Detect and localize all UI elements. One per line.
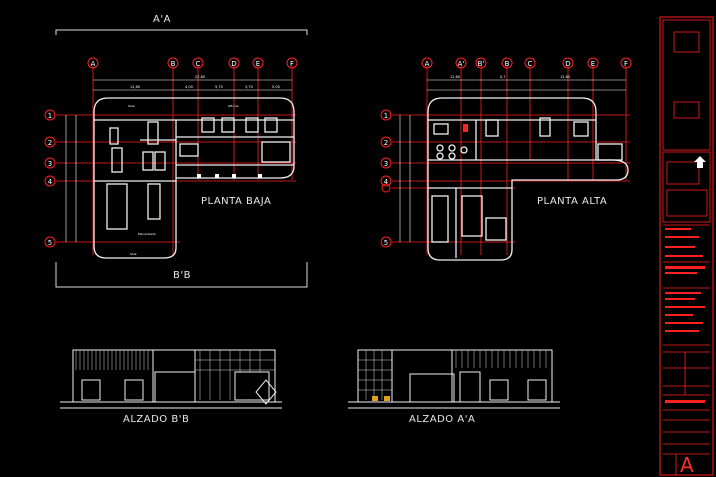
svg-text:1: 1 — [384, 112, 388, 120]
svg-text:B: B — [171, 60, 176, 68]
plan-ground-title: PLANTA BAJA — [201, 196, 272, 207]
svg-text:12,60: 12,60 — [130, 85, 140, 89]
section-bottom-label: B'B — [173, 270, 191, 281]
svg-text:5: 5 — [48, 239, 52, 247]
svg-text:Sala: Sala — [128, 104, 135, 108]
svg-text:4: 4 — [384, 178, 389, 186]
svg-text:B': B' — [478, 60, 485, 68]
svg-text:A: A — [91, 60, 96, 68]
svg-text:1: 1 — [48, 112, 52, 120]
svg-text:B: B — [505, 60, 510, 68]
plan-upper-title: PLANTA ALTA — [537, 196, 608, 207]
ground-floor-plan: A B C D E F 1 2 3 4 5 22,80 12,60 4,00 5,70 3,70 5… — [44, 29, 308, 288]
svg-text:5,00: 5,00 — [272, 85, 280, 89]
svg-text:3,70: 3,70 — [245, 85, 253, 89]
sheet-letter: A — [680, 453, 694, 477]
svg-text:4,00: 4,00 — [185, 85, 193, 89]
svg-text:C: C — [196, 60, 201, 68]
svg-text:Mecanizado: Mecanizado — [138, 232, 156, 236]
svg-text:E: E — [256, 60, 260, 68]
svg-text:E: E — [591, 60, 595, 68]
svg-text:A': A' — [458, 60, 465, 68]
svg-text:Sala: Sala — [130, 252, 137, 256]
elevation-b-title: ALZADO B'B — [123, 414, 190, 425]
svg-text:Oficina: Oficina — [228, 104, 239, 108]
elevation-b-drawing — [60, 349, 282, 409]
upper-floor-plan: A A' B' B C D E F 1 2 3 4 5 12,60 0,7 12,60 — [380, 57, 632, 261]
svg-text:A: A — [425, 60, 430, 68]
svg-text:0,7: 0,7 — [500, 75, 506, 79]
svg-text:2: 2 — [48, 139, 52, 147]
svg-text:3: 3 — [48, 160, 52, 168]
svg-text:4: 4 — [48, 178, 53, 186]
elevation-a-title: ALZADO A'A — [409, 414, 476, 425]
svg-text:D: D — [565, 60, 570, 68]
svg-text:5: 5 — [384, 239, 388, 247]
svg-text:2: 2 — [384, 139, 388, 147]
svg-text:F: F — [624, 60, 628, 68]
svg-text:C: C — [528, 60, 533, 68]
svg-text:5,70: 5,70 — [215, 85, 223, 89]
svg-text:F: F — [290, 60, 294, 68]
section-top-label: A'A — [153, 14, 171, 25]
svg-text:3: 3 — [384, 160, 388, 168]
svg-text:D: D — [231, 60, 236, 68]
svg-text:22,80: 22,80 — [195, 75, 205, 79]
svg-text:12,60: 12,60 — [560, 75, 570, 79]
elevation-a-drawing — [348, 349, 560, 409]
svg-text:12,60: 12,60 — [450, 75, 460, 79]
title-block — [659, 16, 714, 476]
